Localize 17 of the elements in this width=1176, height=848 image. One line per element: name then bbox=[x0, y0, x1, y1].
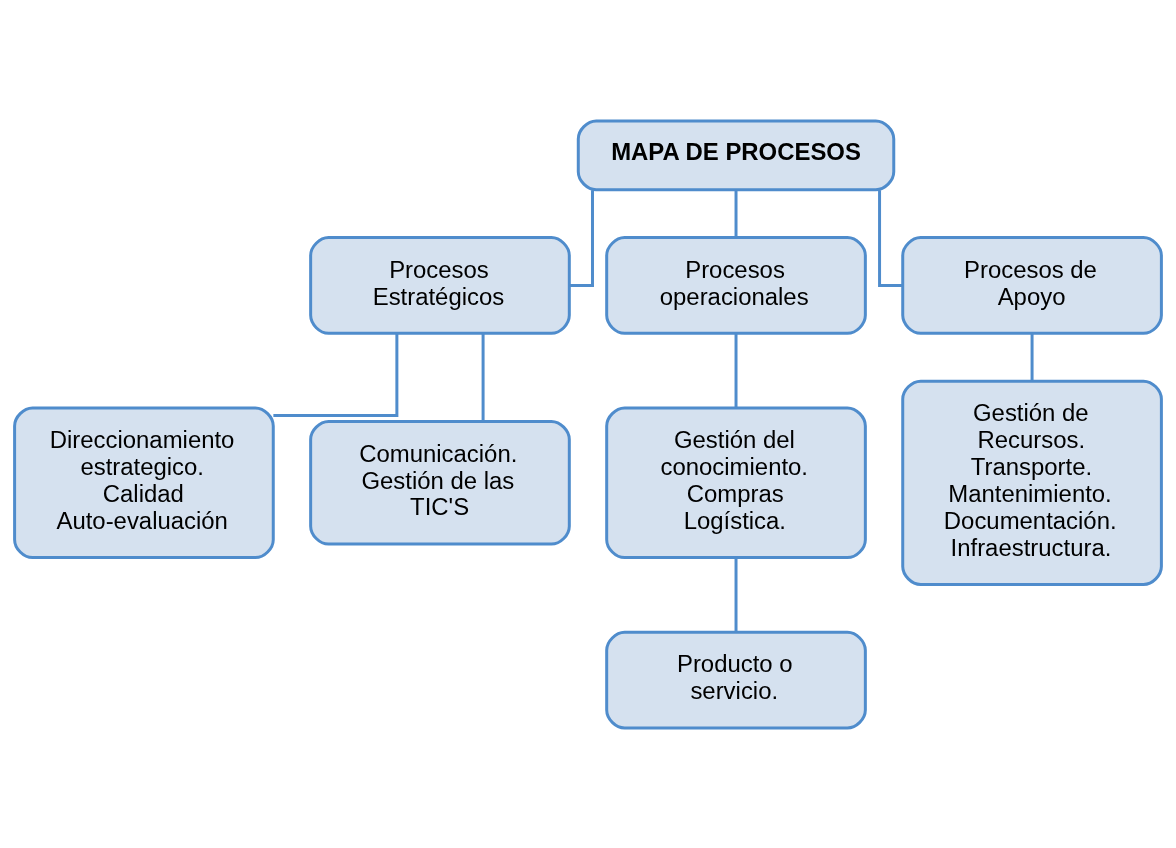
node-box: Producto o servicio. bbox=[605, 630, 867, 729]
node-box: Procesos operacionales bbox=[605, 235, 867, 335]
node-box: MAPA DE PROCESOS bbox=[576, 119, 896, 191]
connector bbox=[734, 557, 738, 632]
node-box: Direccionamiento estrategico. Calidad Auto-evaluación bbox=[13, 406, 275, 559]
connector bbox=[734, 189, 738, 237]
node-box: Procesos Estratégicos bbox=[309, 235, 571, 335]
node-box: Gestión de Recursos. Transporte. Mantenimiento. Documentación. Infraestructura. bbox=[901, 379, 1163, 586]
node-box: Comunicación. Gestión de las TIC'S bbox=[309, 419, 571, 546]
node-box: Gestión del conocimiento. Compras Logística. bbox=[605, 406, 867, 559]
connector bbox=[1030, 333, 1034, 381]
node-box: Procesos de Apoyo bbox=[901, 235, 1163, 335]
connector bbox=[273, 333, 399, 417]
connector bbox=[734, 333, 738, 408]
connector bbox=[878, 189, 903, 287]
connector bbox=[481, 333, 485, 421]
connector bbox=[569, 189, 594, 287]
